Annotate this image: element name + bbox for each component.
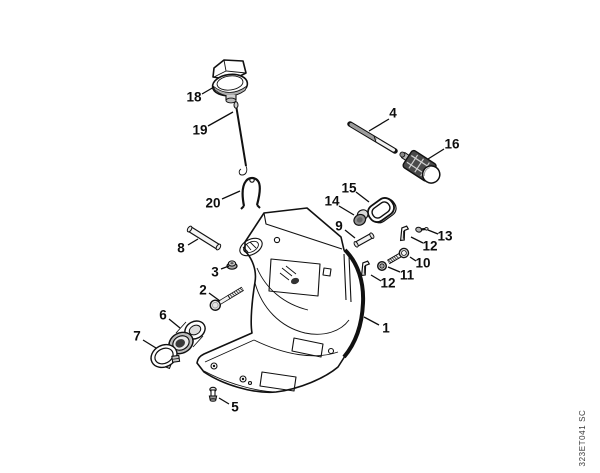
callout-number-6: 6	[159, 308, 167, 323]
bolt-2-drawing	[209, 286, 244, 311]
callout-number-19: 19	[192, 123, 207, 138]
callout-leader-1	[363, 316, 380, 326]
callout-number-12: 12	[380, 276, 395, 291]
bolt-10-drawing	[387, 247, 410, 265]
callout-leader-20	[221, 190, 241, 200]
callout-leader-12	[370, 274, 382, 282]
plug-5-drawing	[208, 386, 218, 402]
callout-number-4: 4	[389, 106, 397, 121]
callout-number-8: 8	[177, 241, 185, 256]
drawing-code: 323ET041 SC	[578, 410, 587, 467]
callout-number-9: 9	[335, 219, 343, 234]
callout-number-15: 15	[341, 181, 357, 196]
nut-11-drawing	[377, 261, 388, 272]
callout-leader-19	[207, 111, 234, 127]
callout-leader-12	[410, 236, 424, 244]
panel-hole	[290, 277, 300, 285]
screw-13-drawing	[415, 226, 429, 233]
callout-number-16: 16	[444, 137, 460, 152]
pin-8-drawing	[186, 225, 222, 251]
callout-leader-13	[427, 229, 439, 235]
callout-number-7: 7	[133, 329, 141, 344]
collar-6-drawing	[168, 320, 206, 355]
callout-leader-11	[387, 266, 401, 273]
fuel-filter-drawing	[399, 149, 441, 184]
fuel-hose-drawing	[347, 121, 398, 154]
callout-number-5: 5	[231, 400, 239, 415]
callout-leader-4	[368, 118, 390, 132]
callout-number-18: 18	[186, 90, 202, 105]
housing-right-edge	[342, 248, 366, 359]
nut-3-drawing	[226, 260, 238, 270]
callout-leader-10	[409, 256, 417, 262]
callout-number-13: 13	[437, 229, 453, 244]
callout-number-11: 11	[400, 268, 415, 283]
callout-leader-7	[142, 339, 157, 349]
rod-drawing	[233, 101, 248, 176]
callout-leader-2	[208, 292, 221, 302]
callout-leader-14	[338, 205, 355, 216]
clamp-7-drawing	[150, 343, 181, 370]
pin-9-drawing	[353, 232, 375, 248]
callout-number-2: 2	[199, 283, 207, 298]
callout-leader-5	[218, 397, 230, 405]
callout-leader-3	[220, 265, 230, 270]
clip-12b-drawing	[360, 259, 371, 277]
spring-clip-drawing	[240, 176, 261, 210]
housing-drawing	[196, 207, 366, 394]
callout-number-1: 1	[382, 321, 390, 336]
callout-leader-6	[168, 318, 181, 329]
gasket-drawing	[367, 197, 397, 224]
callout-number-14: 14	[324, 194, 340, 209]
callout-leader-15	[355, 191, 370, 203]
callout-number-20: 20	[205, 196, 220, 211]
callout-leader-9	[344, 229, 356, 239]
callout-number-3: 3	[211, 265, 219, 280]
callout-leader-18	[201, 86, 215, 95]
fuel-cap-drawing	[211, 59, 249, 104]
clip-12a-drawing	[399, 224, 410, 242]
grommet-drawing	[353, 209, 369, 226]
callout-leader-16	[427, 148, 445, 160]
callout-number-10: 10	[415, 256, 430, 271]
callout-leader-8	[187, 238, 199, 246]
callout-number-12: 12	[422, 239, 437, 254]
